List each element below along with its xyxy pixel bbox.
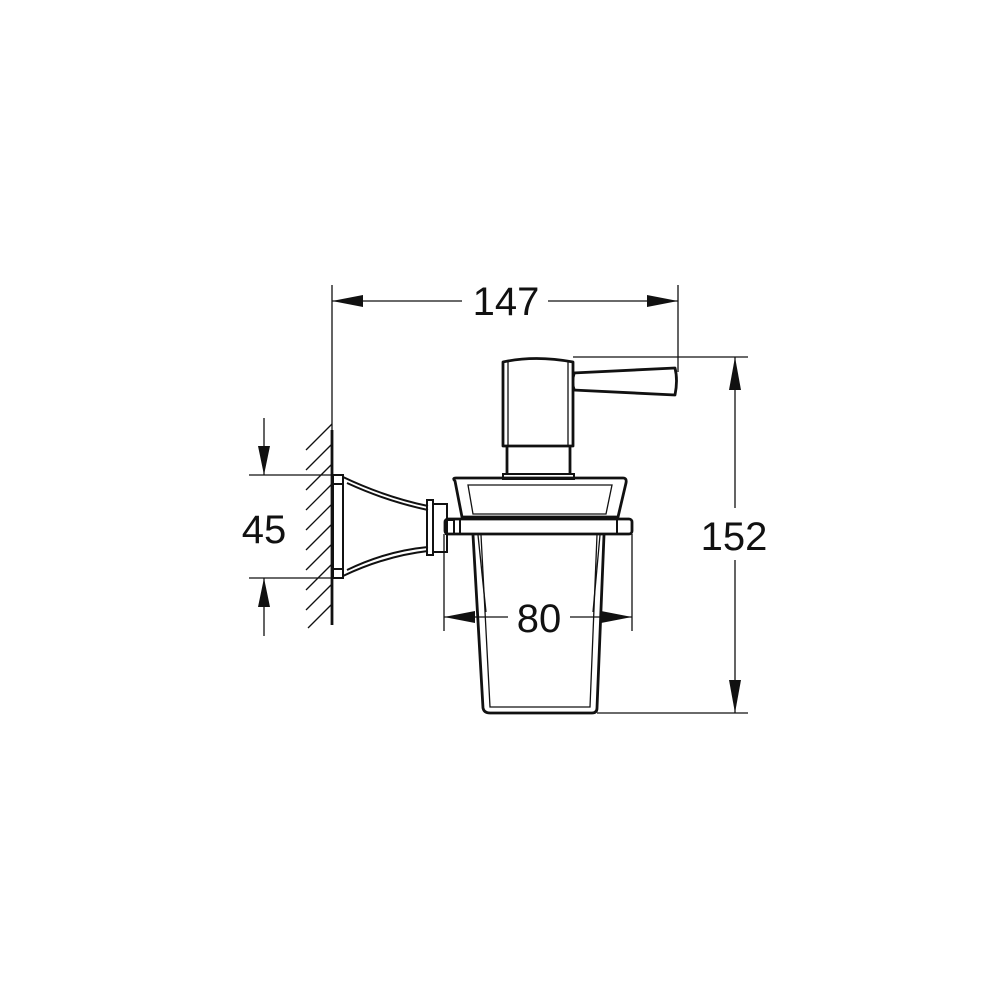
wall [305,285,334,629]
container-collar [452,476,628,519]
dimension-80: 80 [443,534,633,641]
dimension-152: 152 [573,356,768,714]
dimension-label-147: 147 [473,280,540,324]
dimension-label-152: 152 [701,515,768,559]
wall-hatching [305,423,333,629]
dimension-147: 147 [332,280,679,372]
dimension-label-45: 45 [242,508,287,552]
holder-arm [342,476,455,577]
glass-container [471,534,606,715]
pump-lever [572,366,678,397]
dimension-45: 45 [242,418,336,636]
holder-ring [443,517,634,536]
wall-rosette [332,474,344,579]
dimension-label-80: 80 [517,597,562,641]
pump-head [501,357,575,480]
